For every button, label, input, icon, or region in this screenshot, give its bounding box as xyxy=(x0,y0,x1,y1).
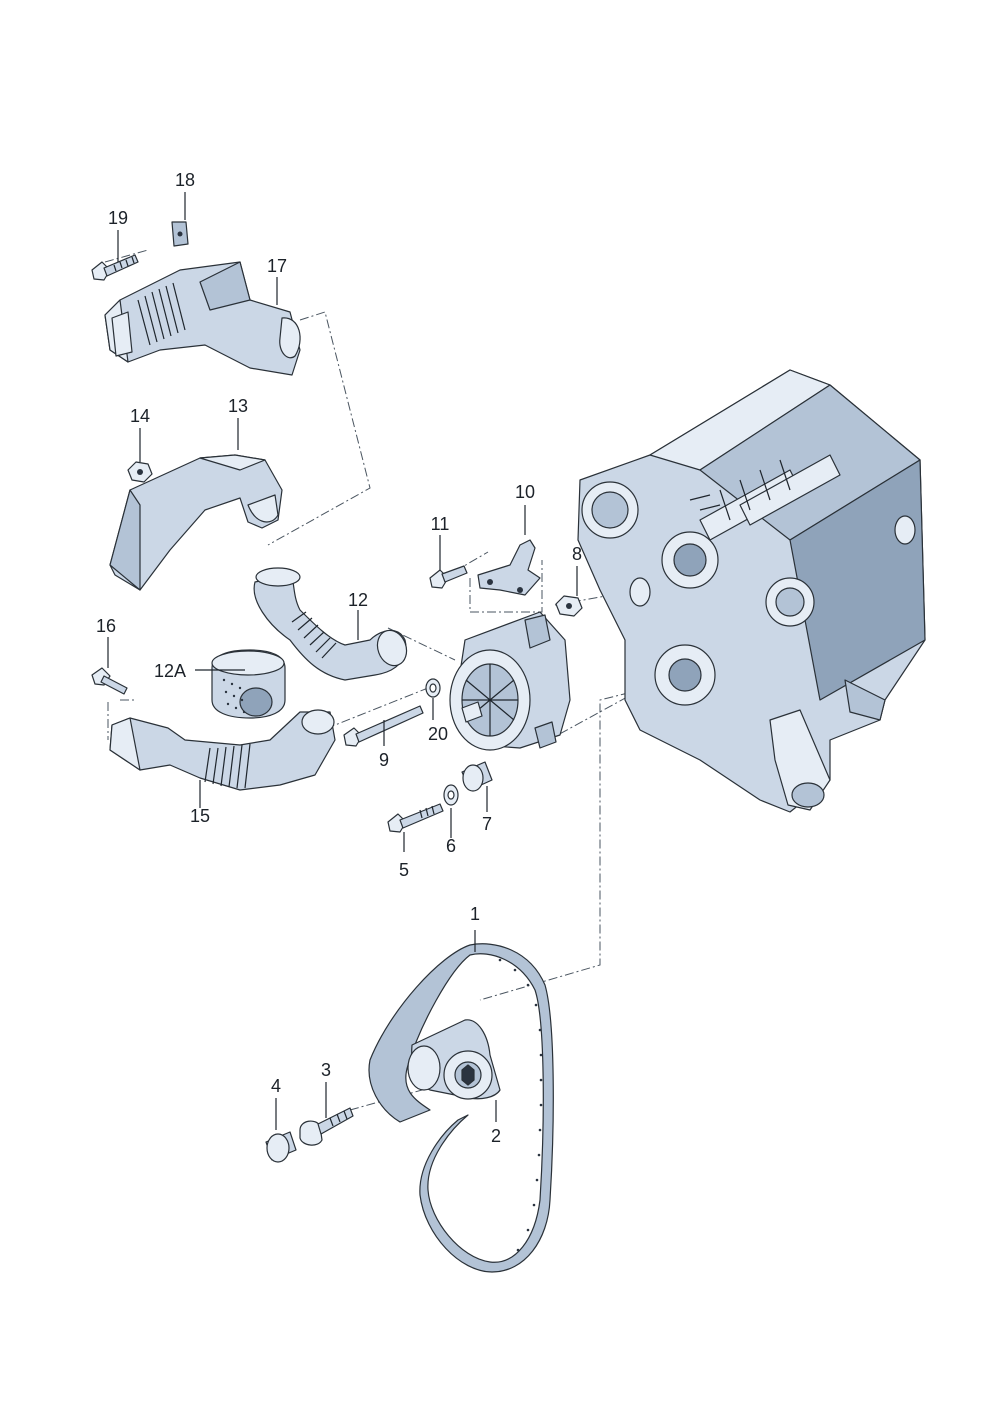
callout-11: 11 xyxy=(431,514,450,534)
screw-19 xyxy=(91,254,139,281)
air-duct-13 xyxy=(109,454,283,591)
callout-18: 18 xyxy=(175,170,195,190)
callout-9: 9 xyxy=(379,750,389,770)
bolt-3 xyxy=(299,1107,354,1146)
hose-12 xyxy=(253,567,408,681)
bracket-10 xyxy=(477,539,541,596)
sleeve-7 xyxy=(461,761,493,792)
callout-16: 16 xyxy=(96,616,116,636)
v-ribbed-belt-1 xyxy=(368,943,554,1273)
callout-12: 12 xyxy=(348,590,368,610)
callout-6: 6 xyxy=(446,836,456,856)
callout-7: 7 xyxy=(482,814,492,834)
callout-3: 3 xyxy=(321,1060,331,1080)
leader-lines xyxy=(107,192,578,1130)
callout-17: 17 xyxy=(267,256,287,276)
callout-1: 1 xyxy=(470,904,480,924)
callout-20: 20 xyxy=(428,724,448,744)
hose-15 xyxy=(109,709,336,791)
bolt-5 xyxy=(387,803,444,833)
engine-block xyxy=(577,369,926,813)
air-duct-17 xyxy=(104,261,301,376)
callout-14: 14 xyxy=(130,406,150,426)
screw-16 xyxy=(91,667,128,695)
bolt-9 xyxy=(343,705,424,747)
nut-14 xyxy=(127,461,153,483)
filter-sleeve-12a xyxy=(211,649,286,719)
clip-18 xyxy=(171,221,189,247)
callout-12a: 12A xyxy=(154,661,186,681)
tensioner-2 xyxy=(407,1019,501,1100)
washer-6 xyxy=(443,784,459,806)
callout-2: 2 xyxy=(491,1126,501,1146)
callout-10: 10 xyxy=(515,482,535,502)
cap-4 xyxy=(265,1131,297,1163)
callout-8: 8 xyxy=(572,544,582,564)
callout-labels: 1 2 3 4 5 6 7 8 9 10 11 12 12A 13 14 15 … xyxy=(96,170,582,1146)
bolt-11 xyxy=(429,565,468,589)
callout-13: 13 xyxy=(228,396,248,416)
washer-20 xyxy=(425,678,441,698)
callout-5: 5 xyxy=(399,860,409,880)
callout-4: 4 xyxy=(271,1076,281,1096)
nut-8 xyxy=(555,595,583,617)
alternator xyxy=(449,611,571,751)
callout-15: 15 xyxy=(190,806,210,826)
callout-19: 19 xyxy=(108,208,128,228)
